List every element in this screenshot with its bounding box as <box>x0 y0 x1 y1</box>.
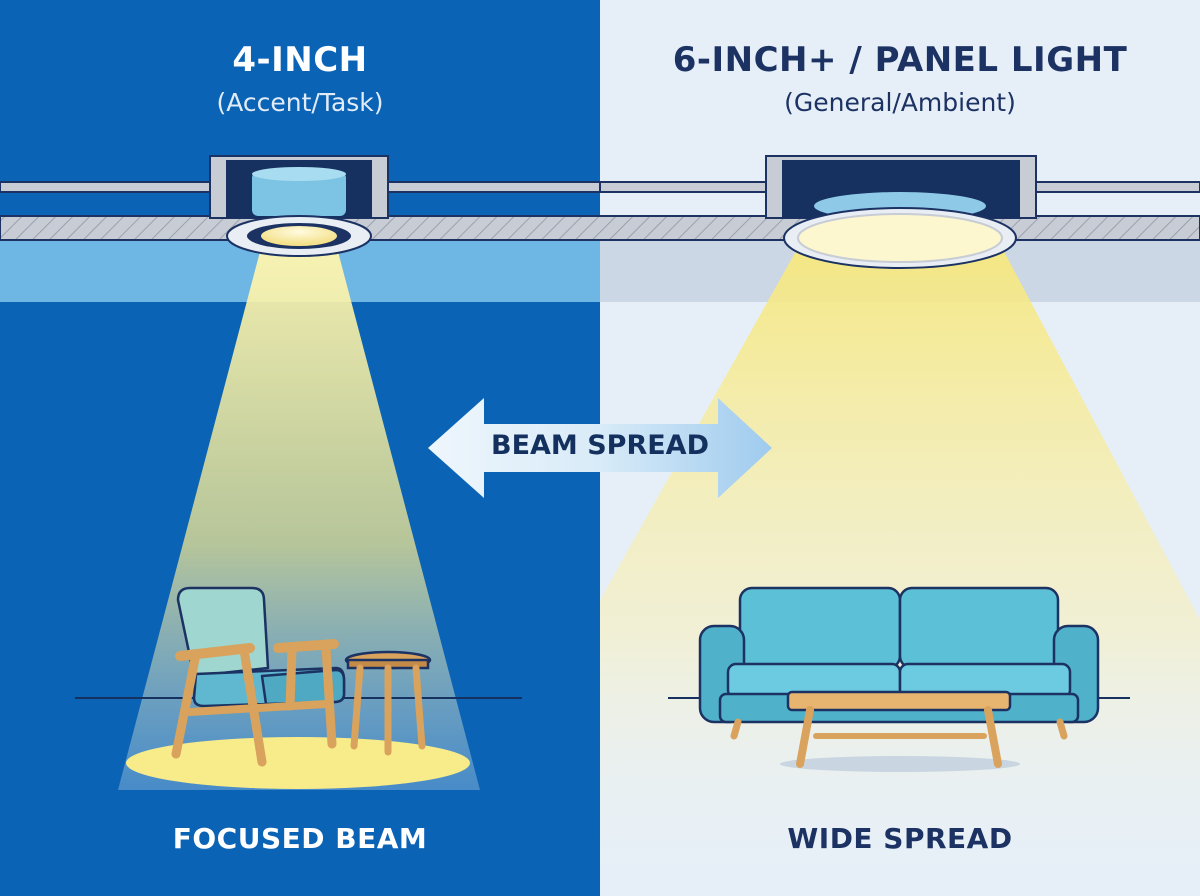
left-recessed-housing <box>209 155 389 219</box>
sofa <box>698 586 1100 740</box>
right-caption: WIDE SPREAD <box>787 822 1013 855</box>
left-downlight <box>226 215 372 257</box>
right-wide-beam <box>600 244 1200 896</box>
left-subtitle: (Accent/Task) <box>216 88 384 117</box>
left-title: 4-INCH <box>232 40 368 80</box>
side-table <box>344 650 432 756</box>
beam-spread-label: BEAM SPREAD <box>491 430 709 461</box>
table-shadow <box>780 756 1020 772</box>
ceiling-slab <box>0 215 1200 241</box>
left-light-pool <box>126 737 470 789</box>
beam-spread-arrow <box>428 398 772 498</box>
right-panel-light <box>783 207 1017 269</box>
right-subtitle: (General/Ambient) <box>784 88 1016 117</box>
armchair <box>171 586 346 767</box>
right-title: 6-INCH+ / PANEL LIGHT <box>672 40 1128 80</box>
left-caption: FOCUSED BEAM <box>172 822 428 855</box>
coffee-table <box>786 690 1012 768</box>
